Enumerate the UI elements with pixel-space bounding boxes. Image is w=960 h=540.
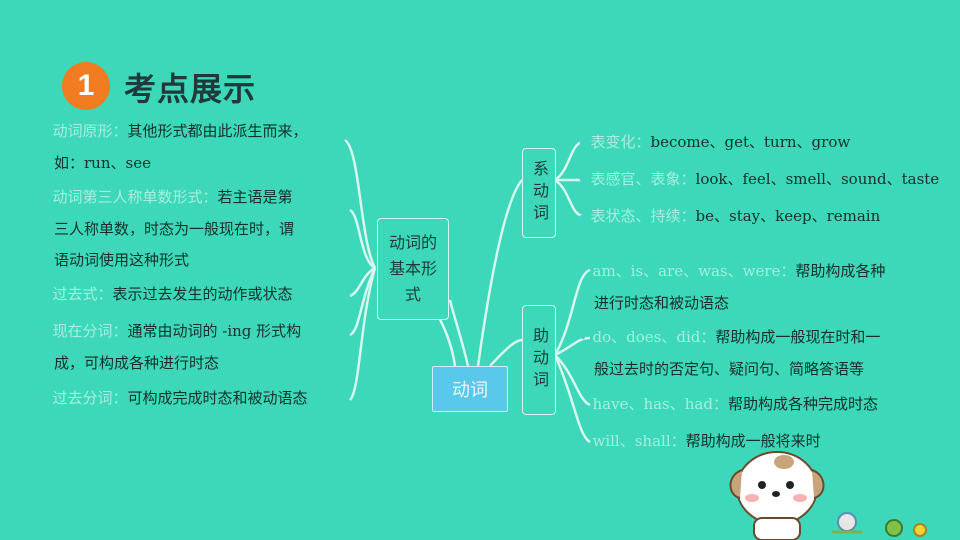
section-number-badge: 1 <box>62 62 110 110</box>
node-linking-verbs: 系动词 <box>522 148 556 238</box>
list-item-do-aux: •do、does、did：帮助构成一般现在时和一 般过去时的否定句、疑问句、简略… <box>580 328 881 378</box>
list-item-base-form: •动词原形：其他形式都由此派生而来， 如：run、see <box>40 122 308 172</box>
list-item-senses: •表感官、表象：look、feel、smell、sound、taste <box>578 170 940 188</box>
node-root-verb: 动词 <box>432 366 508 412</box>
connector-root-bottom <box>489 338 523 367</box>
node-auxiliary-verbs: 助动词 <box>522 305 556 415</box>
connector-root-top <box>476 179 523 367</box>
cartoon-dog-icon <box>729 451 927 540</box>
list-item-third-person: •动词第三人称单数形式：若主语是第 三人称单数，时态为一般现在时，谓 语动词使用… <box>40 188 295 269</box>
bracket-left-top <box>344 138 377 269</box>
list-item-present-participle: •现在分词：通常由动词的 -ing 形式构 成，可构成各种进行时态 <box>40 322 302 372</box>
connector-root-left-2 <box>448 299 470 367</box>
list-item-be-aux: •am、is、are、was、were：帮助构成各种 进行时态和被动语态 <box>580 262 886 312</box>
list-item-change: •表变化：become、get、turn、grow <box>578 133 851 151</box>
list-item-past-tense: •过去式：表示过去发生的动作或状态 <box>40 285 293 303</box>
list-item-have-aux: •have、has、had：帮助构成各种完成时态 <box>580 395 878 413</box>
list-item-past-participle: •过去分词：可构成完成时态和被动语态 <box>40 389 308 407</box>
node-basic-forms: 动词的基本形式 <box>377 218 449 320</box>
list-item-state: •表状态、持续：be、stay、keep、remain <box>578 207 881 225</box>
page-title: 考点展示 <box>124 70 257 108</box>
list-item-will-aux: •will、shall：帮助构成一般将来时 <box>580 432 821 450</box>
